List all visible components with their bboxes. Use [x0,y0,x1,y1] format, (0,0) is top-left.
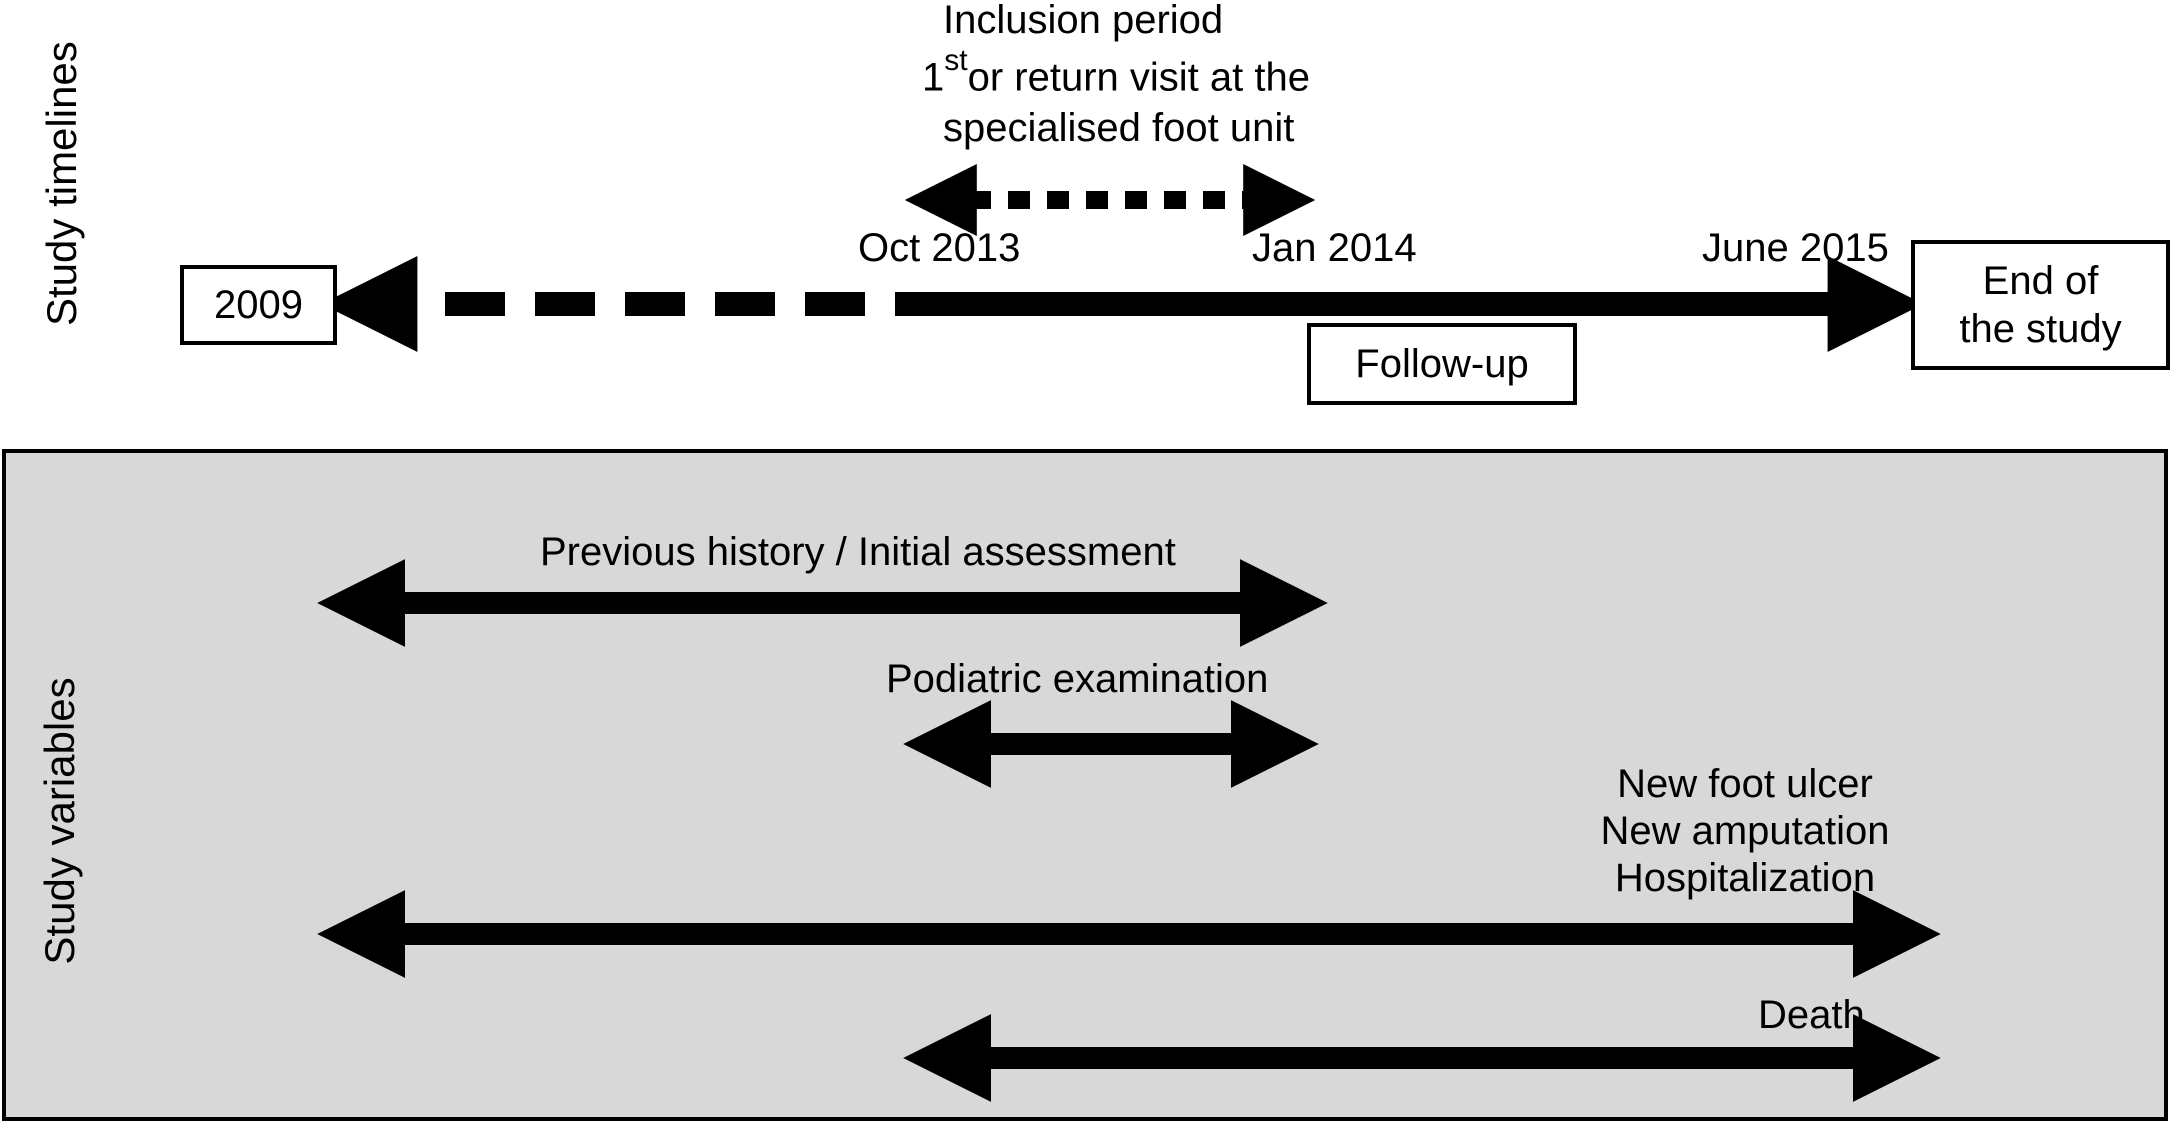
hospitalization-label: Hospitalization [1614,856,1876,900]
podiatric-examination-label: Podiatric examination [886,657,1269,701]
end-of-study-line1: End of [1982,259,2099,303]
study-variables-label: Study variables [36,677,83,965]
start-year-text: 2009 [214,283,303,327]
inclusion-period-title: Inclusion period [943,0,1224,42]
end-of-study-line2: the study [1959,307,2122,351]
start-year-box: 2009 [180,265,337,345]
date-oct-2013: Oct 2013 [858,226,1021,270]
follow-up-box: Follow-up [1307,323,1577,405]
date-jan-2014: Jan 2014 [1252,226,1417,270]
date-june-2015: June 2015 [1702,226,1889,270]
previous-history-label: Previous history / Initial assessment [540,530,1176,574]
follow-up-text: Follow-up [1355,342,1529,386]
inclusion-period-line3: specialised foot unit [943,106,1295,150]
study-timelines-label: Study timelines [38,41,85,326]
death-label: Death [1758,993,1865,1037]
new-foot-ulcer-label: New foot ulcer [1617,762,1873,806]
end-of-study-box: End of the study [1911,240,2170,370]
inclusion-period-line2: 1stor return visit at the [922,44,1310,100]
new-amputation-label: New amputation [1600,809,1890,853]
